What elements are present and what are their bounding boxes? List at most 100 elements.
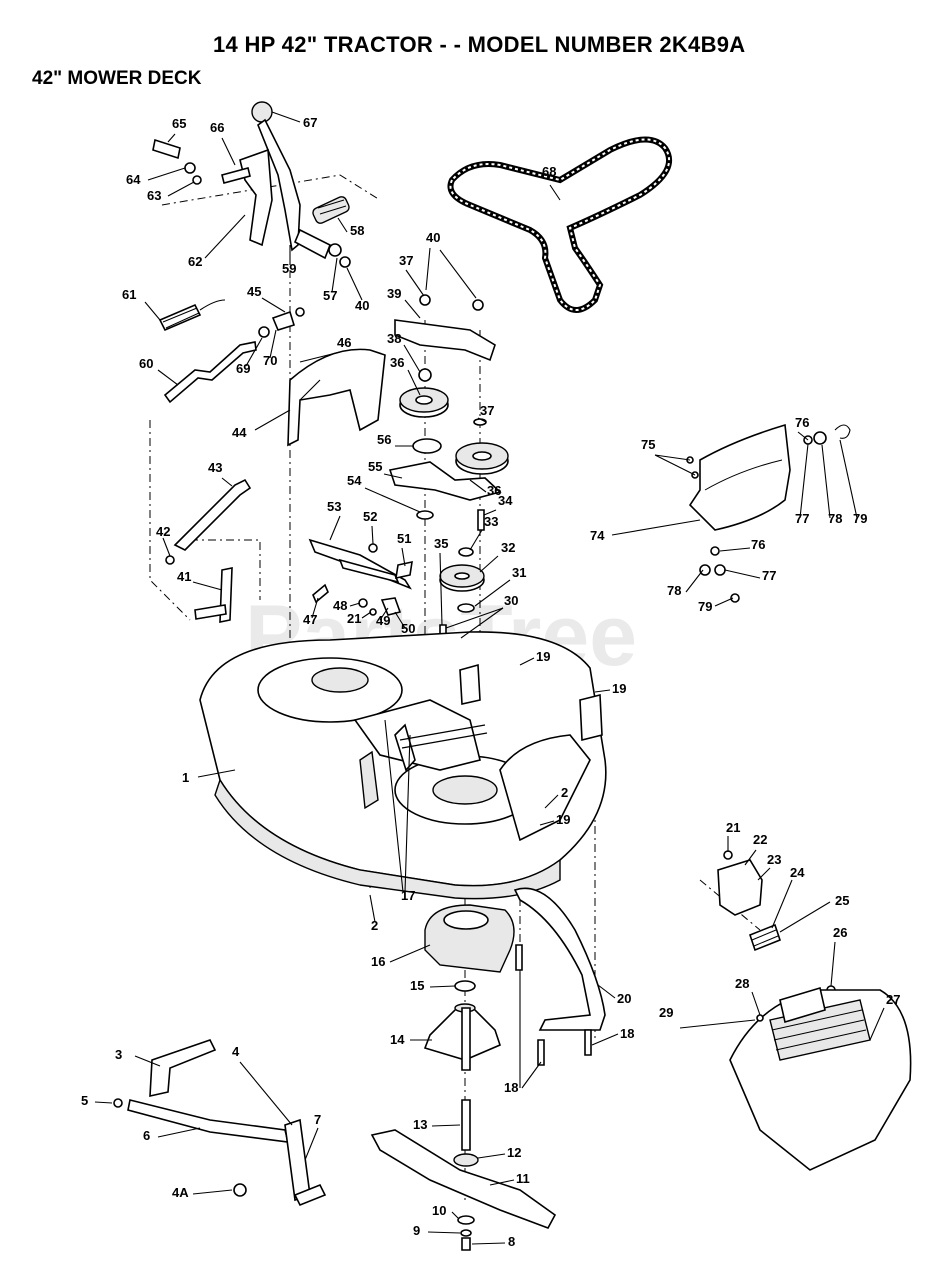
callout-35: 35: [434, 536, 448, 551]
callout-15: 15: [410, 978, 424, 993]
callout-79: 79: [853, 511, 867, 526]
callout-54: 54: [347, 473, 362, 488]
callout-12: 12: [507, 1145, 521, 1160]
callout-48: 48: [333, 598, 347, 613]
callout-6: 6: [143, 1128, 150, 1143]
page-title: 14 HP 42" TRACTOR - - MODEL NUMBER 2K4B9…: [213, 32, 746, 57]
callout-23: 23: [767, 852, 781, 867]
mower-deck-housing: [199, 631, 607, 900]
lift-link-parts: [158, 299, 305, 404]
callout-47: 47: [303, 612, 317, 627]
callout-52: 52: [363, 509, 377, 524]
callout-25: 25: [835, 893, 849, 908]
deck-baffle: [513, 887, 606, 1066]
callout-18: 18: [504, 1080, 518, 1095]
callout-3: 3: [115, 1047, 122, 1062]
spindle-housing-parts: [423, 904, 515, 1071]
callout-63: 63: [147, 188, 161, 203]
callout-79: 79: [698, 599, 712, 614]
callout-49: 49: [376, 613, 390, 628]
callout-17: 17: [401, 888, 415, 903]
callout-19: 19: [612, 681, 626, 696]
callout-1: 1: [182, 770, 189, 785]
callout-19: 19: [536, 649, 550, 664]
front-stabilizer-link: [113, 1039, 327, 1207]
callout-24: 24: [790, 865, 805, 880]
drive-belt: [447, 136, 672, 313]
callout-76: 76: [795, 415, 809, 430]
callout-36: 36: [390, 355, 404, 370]
callout-78: 78: [828, 511, 842, 526]
callout-16: 16: [371, 954, 385, 969]
callout-75: 75: [641, 437, 655, 452]
callout-44: 44: [232, 425, 247, 440]
callout-62: 62: [188, 254, 202, 269]
callout-50: 50: [401, 621, 415, 636]
callout-18: 18: [620, 1026, 634, 1041]
callout-21: 21: [347, 611, 361, 626]
mulch-cover-kit: [679, 850, 912, 1171]
callout-64: 64: [126, 172, 141, 187]
callout-56: 56: [377, 432, 391, 447]
callout-46: 46: [337, 335, 351, 350]
callout-59: 59: [282, 261, 296, 276]
callout-67: 67: [303, 115, 317, 130]
callout-33: 33: [484, 514, 498, 529]
callout-58: 58: [350, 223, 364, 238]
callout-55: 55: [368, 459, 382, 474]
callout-74: 74: [590, 528, 605, 543]
callout-38: 38: [387, 331, 401, 346]
clutch-arm-parts: [308, 510, 434, 616]
callout-26: 26: [833, 925, 847, 940]
callout-53: 53: [327, 499, 341, 514]
callout-37: 37: [399, 253, 413, 268]
callout-34: 34: [498, 493, 513, 508]
callout-66: 66: [210, 120, 224, 135]
leader-lines: [94, 111, 885, 1245]
callout-2: 2: [371, 918, 378, 933]
mower-blade-parts: [370, 1099, 557, 1251]
callout-70: 70: [263, 353, 277, 368]
callout-13: 13: [413, 1117, 427, 1132]
callout-9: 9: [413, 1223, 420, 1238]
callout-21: 21: [726, 820, 740, 835]
callout-19: 19: [556, 812, 570, 827]
callout-7: 7: [314, 1112, 321, 1127]
callout-77: 77: [762, 568, 776, 583]
callout-8: 8: [508, 1234, 515, 1249]
callout-45: 45: [247, 284, 261, 299]
callout-14: 14: [390, 1032, 405, 1047]
callout-51: 51: [397, 531, 411, 546]
discharge-deflector: [686, 423, 851, 603]
callout-78: 78: [667, 583, 681, 598]
callout-39: 39: [387, 286, 401, 301]
callout-28: 28: [735, 976, 749, 991]
callout-40: 40: [426, 230, 440, 245]
callout-4A: 4A: [172, 1185, 189, 1200]
callout-31: 31: [512, 565, 526, 580]
callout-2: 2: [561, 785, 568, 800]
callout-60: 60: [139, 356, 153, 371]
callout-42: 42: [156, 524, 170, 539]
callout-30: 30: [504, 593, 518, 608]
lift-lever-assembly: [152, 101, 351, 268]
callout-61: 61: [122, 287, 136, 302]
callout-4: 4: [232, 1044, 240, 1059]
callout-36: 36: [487, 483, 501, 498]
callout-41: 41: [177, 569, 191, 584]
callout-57: 57: [323, 288, 337, 303]
callout-10: 10: [432, 1203, 446, 1218]
callout-40: 40: [355, 298, 369, 313]
callout-37: 37: [480, 403, 494, 418]
callout-68: 68: [542, 164, 556, 179]
callout-32: 32: [501, 540, 515, 555]
callout-43: 43: [208, 460, 222, 475]
section-subtitle: 42" MOWER DECK: [32, 68, 202, 89]
callout-65: 65: [172, 116, 186, 131]
belt-guide: [287, 348, 386, 447]
callout-11: 11: [516, 1171, 530, 1186]
callout-27: 27: [886, 992, 900, 1007]
callout-29: 29: [659, 1005, 673, 1020]
